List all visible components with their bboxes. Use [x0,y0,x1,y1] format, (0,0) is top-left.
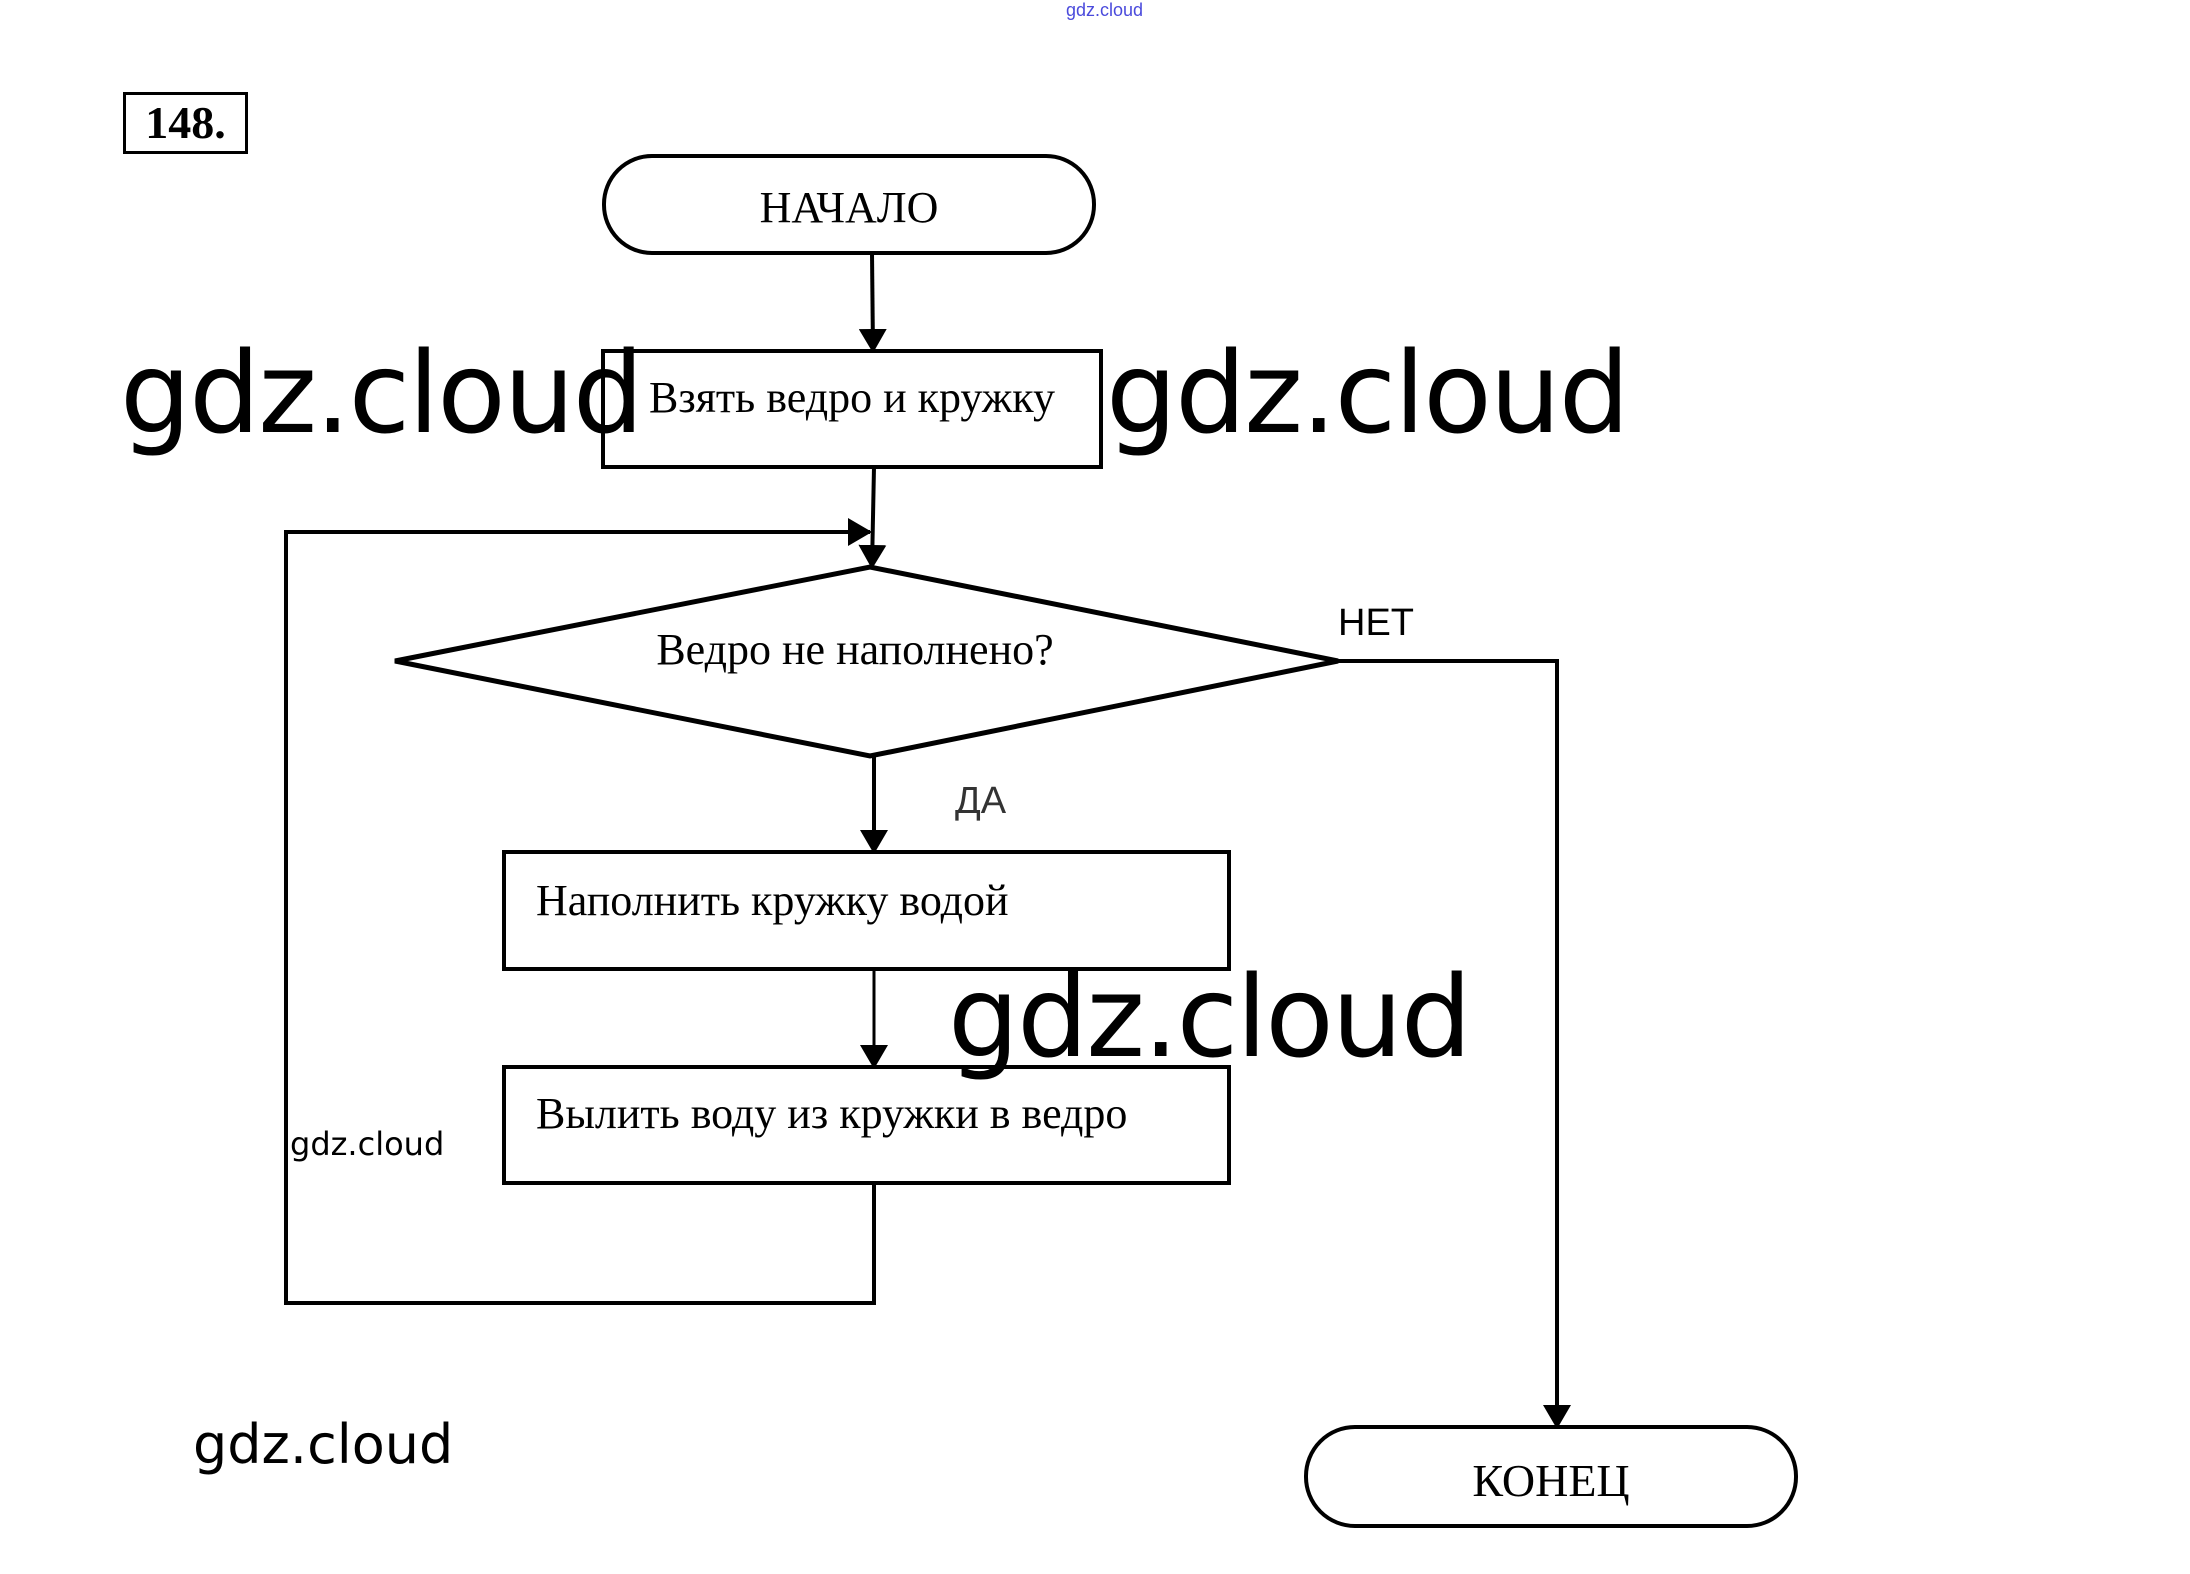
step1-label: Взять ведро и кружку [648,373,1056,422]
no-branch-line [1338,659,1571,1429]
step3-label: Вылить воду из кружки в ведро [536,1089,1128,1138]
watermark-left: gdz.cloud [120,329,644,459]
arrow-step1-to-condition [858,466,887,569]
step3-box [502,1065,1231,1185]
end-label: КОНЕЦ [1472,1455,1630,1506]
condition-label: Ведро не наполнено? [656,625,1054,674]
no-label: НЕТ [1338,602,1414,644]
problem-number: 148. [123,92,248,154]
yes-label: ДА [955,780,1007,822]
start-terminal [602,154,1096,255]
loop-back-line [284,518,876,1305]
end-terminal [1304,1425,1798,1528]
step2-label: Наполнить кружку водой [536,876,1009,925]
step2-box [502,850,1231,971]
start-label: НАЧАЛО [759,183,939,232]
watermark-center: gdz.cloud [948,953,1472,1083]
arrow-start-to-step1 [858,252,887,353]
step1-box [601,349,1103,469]
watermark-bottom: gdz.cloud [193,1413,454,1476]
watermark-small: gdz.cloud [290,1125,445,1163]
watermark-right: gdz.cloud [1106,329,1630,459]
top-watermark: gdz.cloud [1066,0,1144,20]
